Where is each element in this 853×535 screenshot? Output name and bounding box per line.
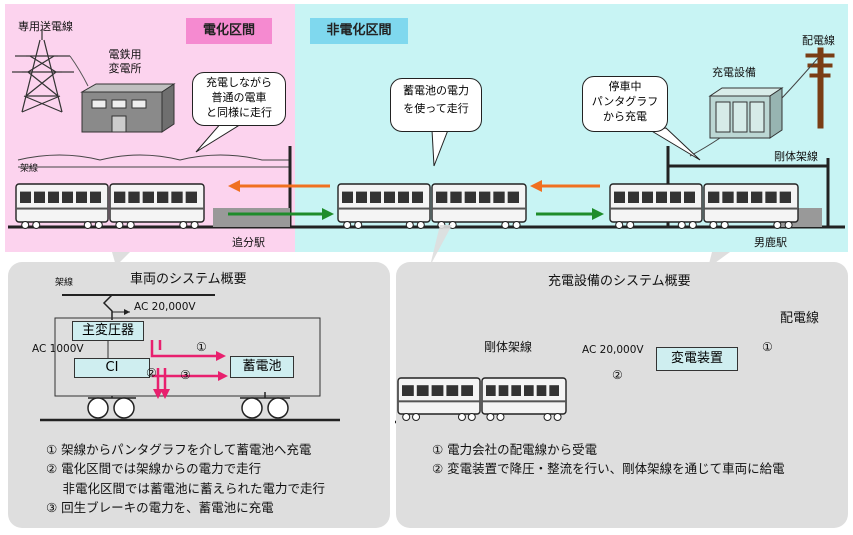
distribution-line-label: 配電線 — [802, 34, 835, 47]
vehicle-note: 非電化区間では蓄電池に蓄えられた電力で走行 — [46, 480, 325, 496]
train-car — [337, 183, 431, 229]
facility-train-car — [397, 377, 481, 421]
non-electrified-tag: 非電化区間 — [310, 18, 408, 44]
vehicle-overhead-label: 架線 — [55, 278, 74, 288]
substation-label: 電鉄用 変電所 — [108, 48, 142, 75]
vehicle-note: ① 架線からパンタグラフを介して蓄電池へ充電 — [46, 442, 312, 457]
facility-flow-label-1: ① — [762, 340, 773, 354]
facility-distribution-label: 配電線 — [780, 311, 820, 326]
facility-train-car — [481, 377, 567, 421]
bubble-battery-running: 蓄電池の電力 を使って走行 — [390, 78, 482, 132]
vehicle-note: ③ 回生ブレーキの電力を、蓄電池に充電 — [46, 500, 274, 516]
charging-cabinet — [708, 87, 784, 139]
bogie-right — [240, 392, 290, 419]
facility-flow-label-2: ② — [612, 368, 623, 382]
bubble-charging-while-running: 充電しながら 普通の電車 と同様に走行 — [192, 72, 286, 126]
flow-arrow-1 — [150, 340, 218, 358]
orange-arrow-left-1 — [228, 180, 330, 192]
substation-building — [80, 83, 176, 133]
utility-pole-icon — [805, 47, 835, 129]
bubble-stopped-charging: 停車中 パンタグラフ から充電 — [582, 76, 668, 132]
orange-arrow-left-2 — [530, 180, 600, 192]
vehicle-notes: ① 架線からパンタグラフを介して蓄電池へ充電 ② 電化区間では架線からの電力で走… — [46, 440, 325, 518]
main-transformer-box: 主変圧器 — [72, 321, 144, 341]
green-arrow-right-1 — [228, 208, 334, 220]
station-oiwake-label: 追分駅 — [232, 236, 265, 249]
train-car — [431, 183, 527, 229]
green-arrow-right-2 — [536, 208, 604, 220]
flow-label-1: ① — [196, 340, 207, 354]
flow-label-3: ③ — [180, 368, 191, 382]
converter-box: 変電装置 — [656, 347, 738, 371]
train-car — [703, 183, 799, 229]
vehicle-system-panel — [8, 262, 390, 528]
vehicle-system-title: 車両のシステム概要 — [130, 272, 247, 287]
charging-note: ② 変電装置で降圧・整流を行い、剛体架線を通じて車両に給電 — [432, 461, 785, 477]
facility-rigid-catenary-label: 剛体架線 — [484, 340, 533, 354]
vehicle-ac-high: AC 20,000V — [134, 301, 196, 313]
train-car — [15, 183, 109, 229]
vehicle-ac-low: AC 1000V — [32, 343, 84, 355]
battery-box: 蓄電池 — [230, 356, 294, 378]
train-car — [609, 183, 703, 229]
station-oga-label: 男鹿駅 — [754, 236, 787, 249]
facility-ac-label: AC 20,000V — [582, 344, 644, 356]
electrified-tag: 電化区間 — [186, 18, 272, 44]
vehicle-body-outline — [54, 317, 321, 397]
charging-system-title: 充電設備のシステム概要 — [548, 274, 691, 289]
pantograph-icon — [102, 294, 113, 320]
overhead-wire-label: 架線 — [20, 164, 39, 174]
flow-label-2: ② — [146, 366, 157, 380]
power-pylon-icon — [12, 30, 74, 113]
bogie-left — [87, 396, 136, 419]
charging-notes: ① 電力会社の配電線から受電 ② 変電装置で降圧・整流を行い、剛体架線を通じて車… — [432, 440, 785, 479]
dedicated-line-label: 専用送電線 — [18, 20, 73, 33]
feeder-wire — [69, 55, 89, 87]
rigid-catenary-label: 剛体架線 — [774, 150, 818, 163]
catenary-wire — [17, 154, 290, 168]
charging-facility-label: 充電設備 — [712, 66, 756, 79]
charging-note: ① 電力会社の配電線から受電 — [432, 442, 598, 457]
ci-box: CI — [74, 358, 150, 378]
vehicle-note: ② 電化区間では架線からの電力で走行 — [46, 461, 262, 477]
train-car — [109, 183, 205, 229]
mid-pointer — [430, 225, 452, 266]
